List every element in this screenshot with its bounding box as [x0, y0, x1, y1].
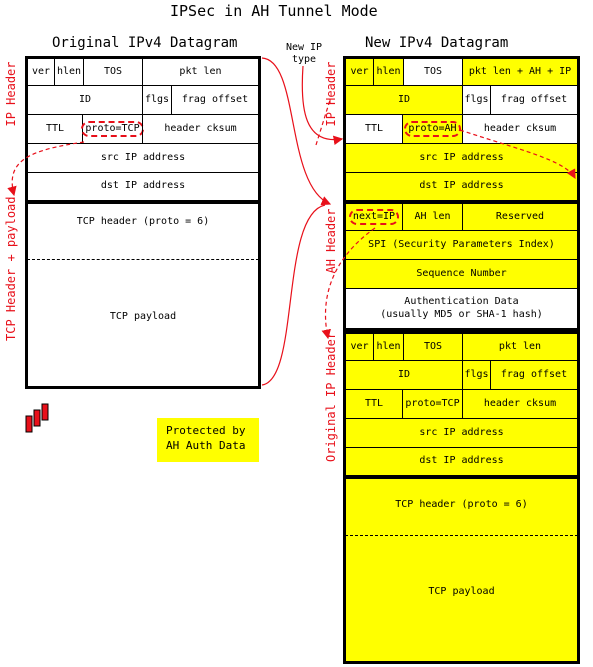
orig-flags: flgs	[462, 360, 491, 390]
orig-pkt-len: pkt len	[462, 333, 578, 361]
left-hlen: hlen	[54, 58, 84, 86]
orig-proto-tcp: proto=TCP	[402, 389, 463, 419]
ah-auth-data: Authentication Data (usually MD5 or SHA-…	[345, 288, 578, 329]
ah-next-cell: next=IP	[345, 203, 403, 231]
right-id: ID	[345, 85, 463, 115]
orig-tos: TOS	[403, 333, 463, 361]
orig-src-ip: src IP address	[345, 418, 578, 448]
ah-len: AH len	[402, 203, 463, 231]
left-src-ip: src IP address	[27, 143, 259, 173]
ah-auth-data-title: Authentication Data	[404, 296, 519, 307]
right-ttl: TTL	[345, 114, 403, 144]
legend-line-1: Protected by	[166, 424, 246, 437]
right-proto-cell: proto=AH	[402, 114, 463, 144]
orig-ip-header-label: Original IP Header	[324, 331, 338, 462]
right-src-ip: src IP address	[345, 143, 578, 173]
left-frag-offset: frag offset	[171, 85, 259, 115]
right-pkt-len: pkt len + AH + IP	[462, 58, 578, 86]
left-id: ID	[27, 85, 143, 115]
legend-line-2: AH Auth Data	[166, 438, 246, 452]
left-ip-header-label: IP Header	[4, 61, 18, 127]
orig-ttl: TTL	[345, 389, 403, 419]
left-tcp-header: TCP header (proto = 6)	[76, 216, 210, 227]
left-ver: ver	[27, 58, 55, 86]
right-tcp-header: TCP header (proto = 6)	[395, 499, 528, 510]
right-ver: ver	[345, 58, 374, 86]
orig-hlen: hlen	[373, 333, 404, 361]
right-flags: flgs	[462, 85, 491, 115]
right-hlen: hlen	[373, 58, 404, 86]
orig-frag-offset: frag offset	[490, 360, 578, 390]
ah-auth-data-note: (usually MD5 or SHA-1 hash)	[380, 308, 543, 320]
ah-reserved: Reserved	[462, 203, 578, 231]
right-dst-ip: dst IP address	[345, 172, 578, 201]
orig-header-cksum: header cksum	[462, 389, 578, 419]
ah-sequence-number: Sequence Number	[345, 259, 578, 289]
right-proto-ah: proto=AH	[404, 120, 461, 138]
left-tcp-divider	[27, 259, 259, 260]
right-tcp-divider	[345, 535, 578, 536]
diagram-title: IPSec in AH Tunnel Mode	[170, 2, 378, 20]
left-tos: TOS	[83, 58, 143, 86]
right-frag-offset: frag offset	[490, 85, 578, 115]
right-tcp-payload: TCP payload	[428, 586, 495, 597]
ah-spi: SPI (Security Parameters Index)	[345, 230, 578, 260]
right-heading: New IPv4 Datagram	[365, 35, 509, 51]
left-tcp-label: TCP Header + payload	[4, 196, 18, 342]
right-tos: TOS	[403, 58, 463, 86]
left-tcp-box	[25, 201, 261, 389]
left-tcp-payload: TCP payload	[109, 311, 177, 322]
left-proto-tcp: proto=TCP	[81, 120, 144, 138]
legend-box: Protected by AH Auth Data	[157, 418, 259, 462]
left-flags: flgs	[142, 85, 172, 115]
left-ttl: TTL	[27, 114, 83, 144]
left-pkt-len: pkt len	[142, 58, 259, 86]
orig-id: ID	[345, 360, 463, 390]
right-ip-header-label: IP Header	[324, 61, 338, 127]
orig-dst-ip: dst IP address	[345, 447, 578, 476]
left-proto-cell: proto=TCP	[81, 114, 144, 144]
ah-next-ip: next=IP	[348, 208, 400, 226]
ah-header-label: AH Header	[324, 208, 338, 274]
new-ip-type-label: New IP type	[285, 42, 323, 65]
orig-ver: ver	[345, 333, 374, 361]
left-dst-ip: dst IP address	[27, 172, 259, 201]
right-header-cksum: header cksum	[462, 114, 578, 144]
right-tcp-box	[343, 476, 580, 664]
left-heading: Original IPv4 Datagram	[52, 35, 238, 51]
left-header-cksum: header cksum	[142, 114, 259, 144]
